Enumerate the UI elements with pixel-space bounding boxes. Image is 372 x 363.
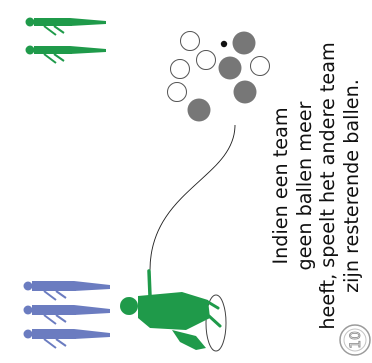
page-number: 10 <box>348 331 364 349</box>
throw-trajectory <box>149 124 236 271</box>
green-player-figure <box>25 45 106 64</box>
jack <box>220 40 228 48</box>
green-thrower-figure <box>120 269 222 350</box>
ball-white <box>170 59 190 79</box>
blue-player-figure <box>23 305 110 325</box>
caption-line-4: zijn resterende ballen. <box>339 79 363 293</box>
page-number-badge: 10 <box>339 324 371 356</box>
rule-caption-text: Indien een team geen ballen meer heeft, … <box>269 42 363 329</box>
blue-player-figure <box>23 281 110 301</box>
ball-grey <box>187 98 211 122</box>
rule-caption: Indien een team geen ballen meer heeft, … <box>269 42 363 329</box>
caption-line-1: Indien een team <box>269 107 292 265</box>
ball-white <box>250 56 270 76</box>
balls-group <box>167 31 270 122</box>
green-team-group <box>25 17 106 64</box>
ball-grey <box>218 56 242 80</box>
ball-white <box>167 82 187 102</box>
blue-player-figure <box>23 329 110 349</box>
caption-line-3: heeft, speelt het andere team <box>316 42 339 330</box>
green-player-figure <box>25 17 106 36</box>
ball-white <box>196 50 216 70</box>
caption-line-2: geen ballen meer <box>292 101 316 271</box>
throwing-circle <box>205 294 227 352</box>
blue-team-group <box>23 281 110 349</box>
ball-grey <box>232 31 256 55</box>
ball-white <box>180 31 200 51</box>
ball-grey <box>233 80 257 104</box>
